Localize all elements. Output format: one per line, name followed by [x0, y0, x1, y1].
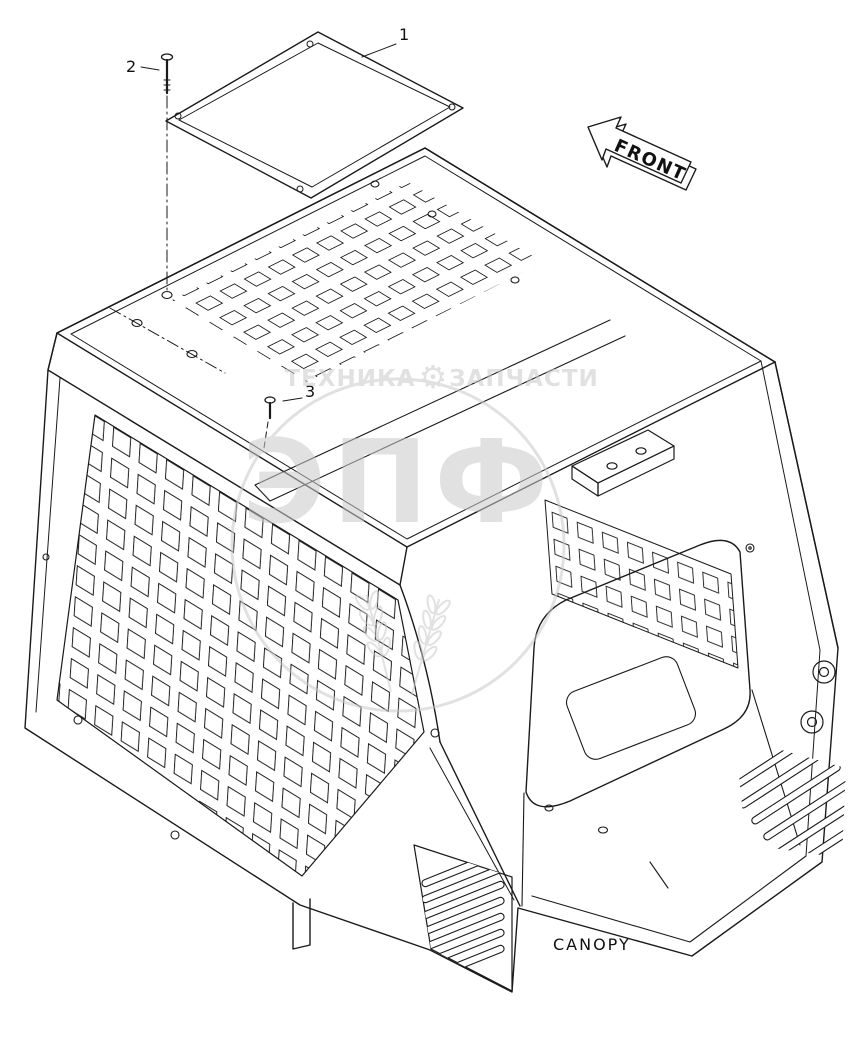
frame-holes — [42, 543, 755, 840]
watermark-brand-right: ЗАПЧАСТИ — [449, 366, 599, 392]
rear-pillar — [760, 360, 839, 857]
top-plate-holes — [174, 40, 456, 193]
watermark-circle — [230, 377, 566, 713]
screw-3 — [263, 396, 276, 449]
callout-3-leader — [282, 397, 303, 402]
gear-icon: ⚙ — [419, 358, 448, 396]
roof-holes — [131, 180, 520, 359]
vent-center-slats — [421, 848, 505, 984]
canopy-body — [24, 147, 846, 993]
roof-mesh-panel — [172, 182, 543, 382]
front-mesh-panel — [56, 414, 425, 877]
front-arrow-face — [587, 116, 692, 184]
front-foot-tab — [292, 898, 311, 950]
watermark-brand-left: ТЕХНИКА — [284, 366, 415, 392]
callout-2-leader — [140, 66, 160, 71]
callout-1-leader — [361, 43, 397, 58]
front-pillar — [399, 584, 521, 907]
watermark: ТЕХНИКА ⚙ ЗАПЧАСТИ ЭПФ — [230, 358, 599, 713]
vent-center — [413, 844, 513, 992]
roof-centerline — [109, 307, 226, 374]
wheat-icon — [355, 590, 451, 696]
side-mesh-panel — [544, 499, 739, 669]
vent-slat — [763, 779, 846, 841]
exploded-parts — [140, 31, 464, 449]
front-fascia — [35, 332, 408, 713]
callout-3-label: 3 — [305, 382, 315, 401]
roof-crossbar — [254, 319, 626, 502]
screw-2 — [160, 53, 174, 291]
top-plate — [165, 31, 464, 199]
door-tray-cutout — [565, 656, 697, 760]
callout-2-label: 2 — [126, 57, 136, 76]
canopy-caption: CANOPY — [553, 935, 631, 954]
roof-bracket — [571, 429, 675, 497]
callout-1-label: 1 — [399, 25, 409, 44]
vent-rear — [735, 737, 846, 858]
watermark-monogram: ЭПФ — [242, 416, 555, 550]
hinge-upper — [812, 660, 836, 684]
front-arrow: FRONT — [587, 116, 697, 191]
hinge-lower — [800, 710, 824, 734]
